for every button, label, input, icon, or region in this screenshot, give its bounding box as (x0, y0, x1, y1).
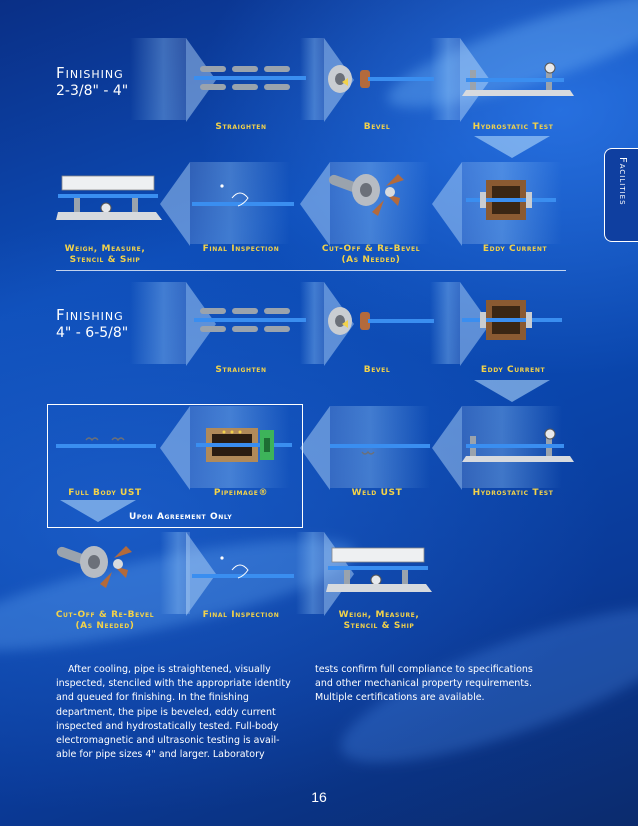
section-divider (56, 270, 566, 271)
flow-arrow-down (60, 500, 136, 522)
cutoff-saw-icon (56, 546, 132, 588)
step-label: Weigh, Measure, Stencil & Ship (64, 244, 146, 265)
straighten-station (194, 50, 306, 114)
step-label: Weigh, Measure, Stencil & Ship (338, 610, 420, 631)
step-label: Eddy Current (480, 365, 546, 375)
inspection-pipe-icon (192, 184, 294, 207)
section1-size-range: 2-3/8" - 4" (56, 83, 129, 99)
bevel-station (324, 292, 436, 356)
weigh-station (56, 172, 168, 236)
straightener-icon (194, 66, 306, 90)
step-label: Hydrostatic Test (472, 488, 554, 498)
weld-ust-icon (330, 444, 430, 455)
flow-arrow-down (474, 380, 550, 402)
section1-title-block: Finishing 2-3/8" - 4" (56, 64, 128, 99)
flow-band (160, 532, 190, 614)
scale-icon (326, 547, 432, 592)
step-label: Cut-Off & Re-Bevel (As Needed) (55, 610, 155, 631)
final-inspection-station (192, 172, 304, 236)
eddy-current-icon (466, 180, 556, 220)
step-label: Final Inspection (202, 244, 280, 254)
step-label: Cut-Off & Re-Bevel (As Needed) (321, 244, 421, 265)
body-text-col1: After cooling, pipe is straightened, vis… (56, 664, 291, 761)
agreement-box (47, 404, 303, 528)
flow-band (430, 282, 460, 364)
pipeimage-icon (196, 428, 292, 462)
section1-title: Finishing (56, 64, 124, 82)
step-label: Weld UST (351, 488, 403, 498)
agreement-note: Upon Agreement Only (129, 512, 233, 522)
cutoff-station (56, 538, 168, 602)
eddy-current-station (462, 292, 574, 356)
flow-arrow-down (474, 136, 550, 158)
flow-band (296, 532, 324, 614)
body-text-col2: tests confirm full compliance to specifi… (315, 664, 533, 704)
bevel-tool-icon (328, 65, 434, 93)
straightener-icon (194, 308, 306, 332)
hydrostatic-tester-icon (462, 428, 574, 462)
eddy-current-icon (462, 300, 562, 340)
flow-band (130, 282, 186, 364)
pipeimage-station (196, 416, 308, 480)
step-label: Bevel (363, 122, 391, 132)
step-label: Final Inspection (202, 610, 280, 620)
hydrostatic-station (462, 416, 574, 480)
step-label: Hydrostatic Test (472, 122, 554, 132)
facilities-tab[interactable]: Facilities (604, 148, 638, 242)
hydrostatic-tester-icon (462, 62, 574, 96)
section2-title-block: Finishing 4" - 6-5/8" (56, 306, 128, 341)
step-label: Bevel (363, 365, 391, 375)
flow-arrow-left (160, 162, 190, 246)
flow-arrow-right (186, 282, 216, 366)
cutoff-station (328, 166, 440, 230)
flow-band (430, 38, 460, 120)
step-label: Full Body UST (68, 488, 142, 498)
hydrostatic-station (462, 50, 574, 114)
final-inspection-station (192, 544, 304, 608)
weigh-station (326, 544, 438, 608)
weld-ust-station (330, 416, 442, 480)
flow-arrow-left (432, 162, 462, 246)
cutoff-saw-icon (328, 174, 404, 216)
eddy-current-station (466, 172, 578, 236)
page-number: 16 (311, 789, 327, 805)
flow-arrow-left (432, 406, 462, 490)
step-label: Eddy Current (482, 244, 548, 254)
full-body-ust-station (56, 416, 168, 480)
full-body-ust-icon (56, 437, 156, 448)
section2-size-range: 4" - 6-5/8" (56, 325, 129, 341)
flow-arrow-left (160, 406, 190, 490)
scale-icon (56, 175, 162, 220)
step-label: Straighten (215, 365, 267, 375)
step-label: Pipeimage® (213, 488, 269, 498)
step-label: Straighten (215, 122, 267, 132)
inspection-pipe-icon (192, 556, 294, 579)
facilities-tab-label: Facilities (617, 157, 628, 206)
flow-arrow-left (300, 162, 330, 246)
bevel-station (324, 50, 436, 114)
flow-arrow-left (300, 406, 330, 490)
flow-band (300, 282, 324, 364)
bevel-tool-icon (328, 307, 434, 335)
flow-band (130, 38, 186, 120)
section2-title: Finishing (56, 306, 124, 324)
straighten-station (194, 292, 306, 356)
